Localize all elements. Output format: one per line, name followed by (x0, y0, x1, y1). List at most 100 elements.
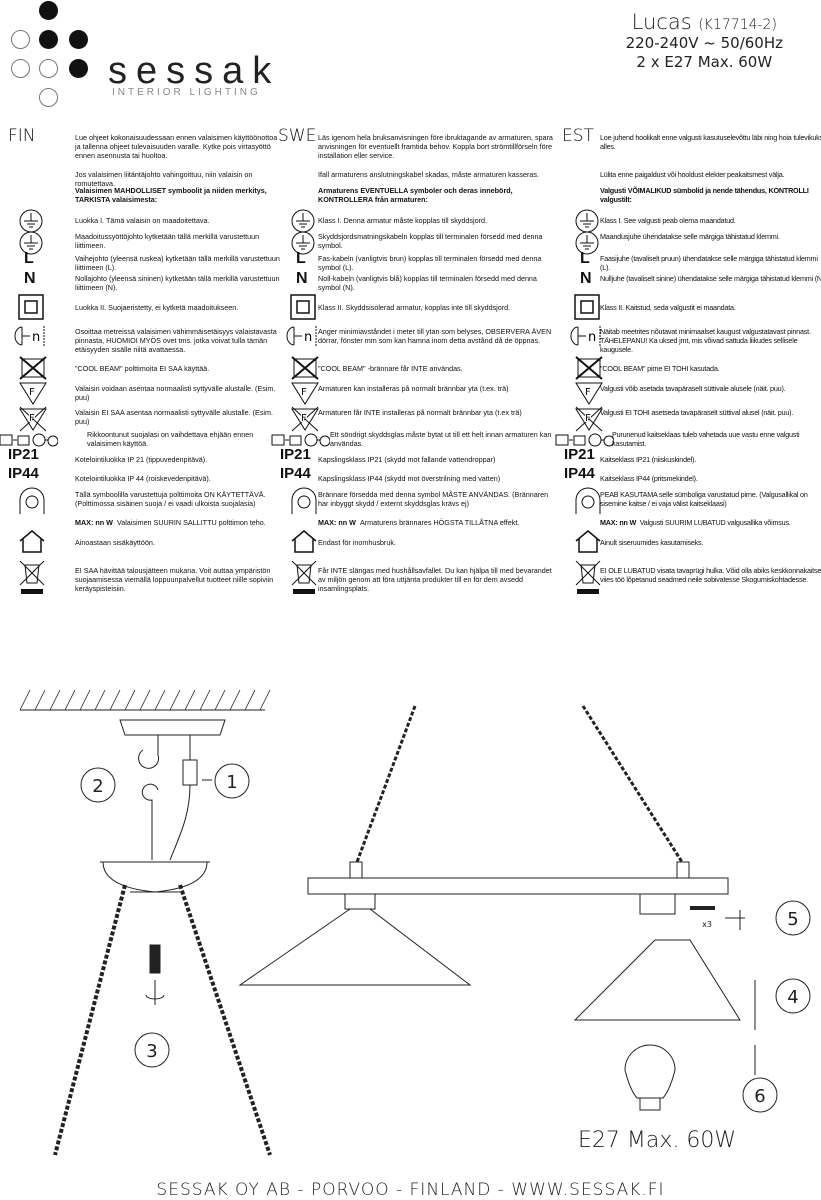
weee-text: EI OLE LUBATUD visata tavaprügi hulka. V… (600, 566, 821, 585)
intro-text: Loe juhend hoolikalt enne valgusti kasut… (600, 133, 821, 152)
svg-text:F: F (585, 413, 591, 424)
cable-text: Jos valaisimen liitäntäjohto vahingoittu… (75, 170, 253, 189)
flammable-text: Valgusti võib asetada tavapäraselt sütti… (600, 384, 786, 393)
brand-tagline: INTERIOR LIGHTING (112, 87, 261, 98)
svg-text:n: n (32, 330, 40, 345)
class2-icon (290, 294, 316, 320)
class1-text: Klass I. See valgusti peab olema maandat… (600, 216, 736, 225)
live-symbol: L (24, 250, 34, 267)
bulb-text: Brännare försedda med denna symbol MÅSTE… (318, 490, 549, 509)
symbols-heading: Valgusti VÕIMALIKUD sümbolid ja nende tä… (600, 186, 809, 205)
svg-text:n: n (304, 330, 312, 345)
symbols-heading: Valaisimen MAHDOLLISET symboolit ja niid… (75, 186, 267, 205)
distance-icon: n (14, 324, 50, 348)
class2-icon (574, 294, 600, 320)
ip44-symbol: IP44 (280, 465, 311, 482)
not-flammable-surface-icon: F (290, 406, 320, 432)
step-1-marker (214, 763, 250, 799)
class1-text: Klass I. Denna armatur måste kopplas til… (318, 216, 487, 225)
product-code: (K17714-2) (698, 17, 777, 33)
ip44-text: Kapslingsklass IP44 (skydd mot överstril… (318, 474, 501, 483)
class2-icon (18, 294, 44, 320)
step-1-label: 1 (226, 772, 237, 793)
bulb-text: Tällä symboolilla varustettuja polttimoi… (75, 490, 266, 509)
broken-glass-icon (270, 430, 330, 452)
broken-glass-icon (554, 430, 614, 452)
step-5-label: 5 (787, 909, 798, 930)
footer-address: SESSAK OY AB - PORVOO - FINLAND - WWW.SE… (156, 1180, 665, 1200)
house-icon (290, 529, 318, 553)
max-text: Valaisimen SUURIN SALLITTU polttimon teh… (116, 518, 266, 527)
weee-bin-icon (290, 560, 318, 594)
flammable-text: Valaisin voidaan asentaa normaalisti syt… (75, 384, 276, 403)
not-flammable-text: Armaturen får INTE installeras på normal… (318, 408, 522, 417)
flammable-surface-icon: F (18, 380, 48, 406)
ceiling (19, 690, 271, 736)
live-text: Vaihejohto (yleensä ruskea) kytketään tä… (75, 254, 280, 273)
language-code: FIN (8, 126, 36, 146)
max-symbol: MAX: nn W (318, 518, 356, 527)
flammable-surface-icon: F (290, 380, 320, 406)
self-shielded-bulb-icon (574, 486, 602, 516)
ip21-text: Kotelointiluokka IP 21 (tippuvedenpitävä… (75, 455, 208, 464)
no-cool-beam-icon (18, 355, 48, 381)
canopy (53, 861, 272, 1156)
max-wattage-row: MAX: nn W Armaturens brännares HÖGSTA TI… (318, 518, 553, 527)
step-6-label: 6 (754, 1086, 765, 1107)
language-code: SWE (278, 126, 317, 146)
neutral-text: Nollajohto (yleensä sininen) kytketään t… (75, 274, 280, 293)
svg-text:n: n (588, 330, 596, 345)
earth-terminal-icon (18, 230, 44, 256)
distance-icon: n (570, 324, 606, 348)
no-cool-beam-icon (574, 355, 604, 381)
neutral-symbol: N (296, 270, 308, 287)
flammable-text: Armaturen kan installeras på normalt brä… (318, 384, 509, 393)
bulb-spec: E27 Max. 60W (578, 1128, 737, 1153)
product-bulbs: 2 x E27 Max. 60W (636, 53, 773, 71)
distance-text: Osoittaa metreissä valaisimen vähimmäise… (75, 327, 277, 355)
product-voltage: 220-240V ~ 50/60Hz (625, 34, 783, 52)
lamp-bar (238, 705, 756, 1111)
step-2-marker (80, 767, 116, 803)
indoor-text: Endast för inomhusbruk. (318, 538, 396, 547)
step-markers (80, 763, 811, 1113)
step-3-label: 3 (146, 1041, 157, 1062)
max-symbol: MAX: nn W (75, 518, 113, 527)
not-flammable-surface-icon: F (18, 406, 48, 432)
ip21-symbol: IP21 (564, 446, 595, 463)
product-name: Lucas (631, 10, 692, 34)
brand-name: sessak (108, 50, 281, 92)
ip44-text: Kaitseklass IP44 (pritsmekindel). (600, 474, 698, 483)
class2-text: Klass II. Kaitstud, seda valgustit ei ma… (600, 303, 736, 312)
step-3-marker (134, 1032, 170, 1068)
class2-text: Luokka II. Suojaeristetty, ei kytketä ma… (75, 303, 239, 312)
not-flammable-text: Valgusti EI TOHI asetseda tavapäraselt s… (600, 408, 794, 417)
glass-text: Ett söndrigt skyddsglas måste bytat ut t… (330, 430, 552, 449)
earth-text: Maadoitussyöttöjohto kytketään tällä mer… (75, 232, 260, 251)
not-flammable-text: Valaisin EI SAA asentaa normaalisti sytt… (75, 408, 274, 427)
max-wattage-row: MAX: nn W Valgusti SUURIM LUBATUD valgus… (600, 518, 821, 527)
coolbeam-text: "COOL BEAM" polttimoita EI SAA käyttää. (75, 364, 210, 373)
screw-count: x3 (702, 920, 712, 929)
not-flammable-surface-icon: F (574, 406, 604, 432)
max-wattage-row: MAX: nn W Valaisimen SUURIN SALLITTU pol… (75, 518, 280, 527)
cable-text: Lülita enne paigaldust või hooldust elek… (600, 170, 785, 179)
neutral-text: Nulljuhe (tavaliselt sinine) ühendatakse… (600, 274, 821, 283)
distance-text: Anger minimiavståndet i meter till ytan … (318, 327, 552, 346)
ip44-symbol: IP44 (564, 465, 595, 482)
house-icon (574, 529, 602, 553)
assembly-diagram: 1 2 3 4 5 6 x3 (19, 690, 811, 1156)
step-4-label: 4 (787, 987, 798, 1008)
ip21-text: Kapslingsklass IP21 (skydd mot fallande … (318, 455, 496, 464)
earth-terminal-icon (574, 230, 600, 256)
max-symbol: MAX: nn W (600, 518, 637, 527)
svg-text:F: F (301, 413, 307, 424)
hook-and-connector (138, 735, 212, 861)
indoor-text: Ainoastaan sisäkäyttöön. (75, 538, 155, 547)
house-icon (18, 529, 46, 553)
ip21-symbol: IP21 (8, 446, 39, 463)
max-text: Armaturens brännares HÖGSTA TILLÅTNA eff… (359, 518, 520, 527)
coolbeam-text: "COOL BEAM" -brännare får INTE användas. (318, 364, 463, 373)
ip44-text: Kotelointiluokka IP 44 (roiskevedenpitäv… (75, 474, 211, 483)
